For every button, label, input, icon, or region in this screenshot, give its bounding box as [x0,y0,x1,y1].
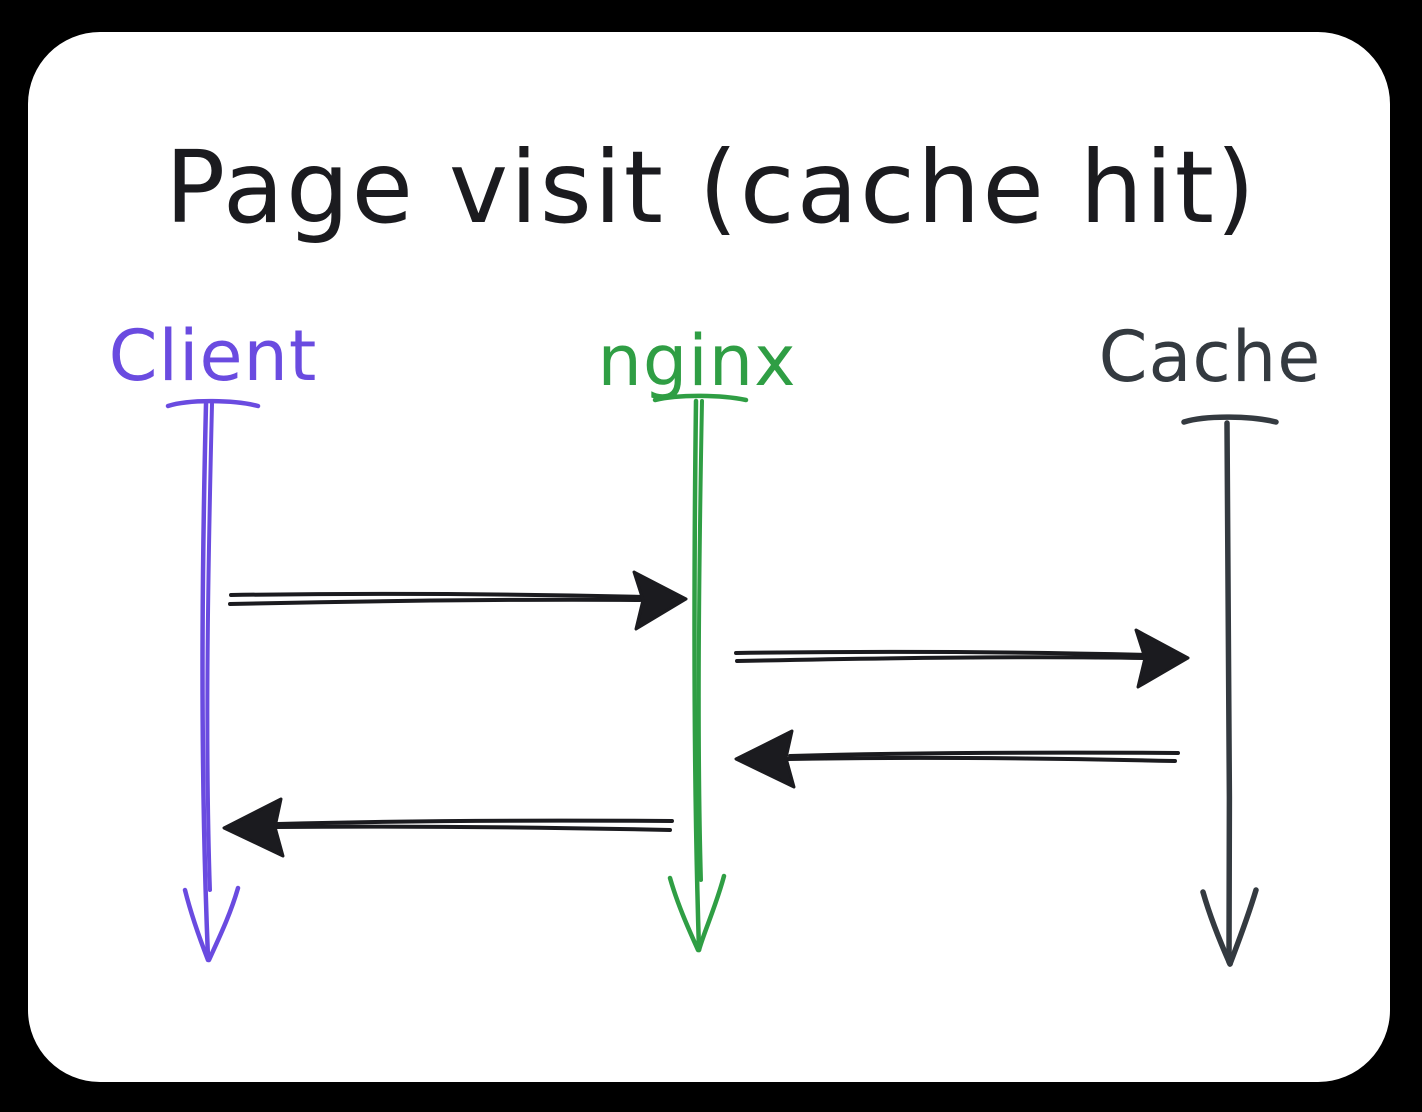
lifeline-client-line [200,401,211,961]
diagram-title[interactable]: Page visit (cache hit) [165,129,1257,246]
message-2-shaft [734,649,1152,657]
lifeline-client-topbar [165,398,261,409]
message-2-arrowhead-icon [1134,628,1190,689]
lifeline-cache-arrowhead-icon [1227,887,1259,967]
lifeline-cache-arrowhead-icon [1200,889,1233,967]
lifeline-client-line-2 [205,402,214,892]
message-4-shaft [276,818,674,826]
message-4-arrowhead-icon [222,797,285,858]
message-4-shaft-2 [274,824,672,832]
lifeline-nginx-topbar [652,393,749,403]
message-2-shaft-2 [735,655,1147,663]
message-1-shaft [229,591,647,599]
message-3-shaft-2 [786,755,1177,763]
lifeline-client[interactable]: Client [109,315,318,963]
lifeline-nginx-arrowhead-icon [696,873,727,953]
lifeline-client-arrowhead-icon [182,887,211,963]
lifeline-cache[interactable]: Cache [1099,316,1322,967]
lifeline-cache-topbar [1181,414,1279,425]
message-3-arrowhead-icon [734,729,796,789]
message-arrow-nginx-to-client[interactable] [222,797,674,858]
lifeline-nginx-line-2 [696,399,704,882]
lifeline-nginx[interactable]: nginx [597,320,796,953]
lifeline-nginx-arrowhead-icon [667,875,701,953]
diagram-title-text[interactable]: Page visit (cache hit) [165,129,1257,246]
message-arrow-cache-to-nginx[interactable] [734,729,1180,789]
lifeline-nginx-line [692,398,702,953]
message-3-shaft [788,750,1180,758]
actor-label-client[interactable]: Client [109,315,318,397]
message-1-arrowhead-icon [632,570,688,631]
message-arrow-nginx-to-cache[interactable] [734,628,1190,689]
lifeline-cache-line [1224,420,1233,965]
actor-label-cache[interactable]: Cache [1099,316,1322,398]
actor-label-nginx[interactable]: nginx [597,320,796,402]
message-arrow-client-to-nginx[interactable] [228,570,688,631]
whiteboard-canvas[interactable] [28,32,1390,1082]
lifeline-client-arrowhead-icon [206,885,241,963]
message-1-shaft-2 [228,597,642,606]
